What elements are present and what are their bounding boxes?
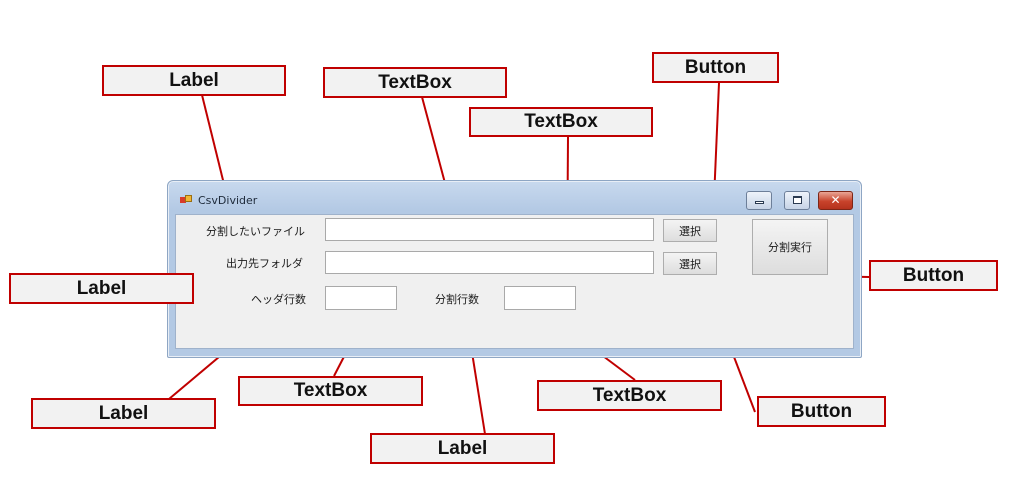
output-folder-textbox[interactable] xyxy=(325,251,654,274)
callout-button-select-file: Button xyxy=(652,52,779,83)
header-rows-label: ヘッダ行数 xyxy=(251,293,306,306)
execute-split-button[interactable]: 分割実行 xyxy=(752,219,828,275)
select-folder-button[interactable]: 選択 xyxy=(663,252,717,275)
close-icon: ✕ xyxy=(830,193,841,207)
callout-label-split: Label xyxy=(370,433,555,464)
split-rows-label: 分割行数 xyxy=(435,293,479,306)
form-client-area: 分割したいファイル 選択 出力先フォルダ 選択 ヘッダ行数 分割行数 分割実行 xyxy=(175,214,854,349)
file-path-textbox[interactable] xyxy=(325,218,654,241)
app-icon xyxy=(180,195,192,205)
callout-label-file: Label xyxy=(102,65,286,96)
header-rows-textbox[interactable] xyxy=(325,286,397,310)
callout-textbox-header: TextBox xyxy=(238,376,423,406)
callout-textbox-file: TextBox xyxy=(323,67,507,98)
callout-label-header: Label xyxy=(31,398,216,429)
csvdivider-window: CsvDivider ✕ 分割したいファイル 選択 出力先フォルダ 選択 ヘッダ… xyxy=(167,180,862,358)
close-button[interactable]: ✕ xyxy=(818,191,853,210)
select-file-button[interactable]: 選択 xyxy=(663,219,717,242)
minimize-button[interactable] xyxy=(746,191,772,210)
callout-textbox-folder: TextBox xyxy=(469,107,653,137)
callout-label-folder: Label xyxy=(9,273,194,304)
maximize-button[interactable] xyxy=(784,191,810,210)
callout-textbox-split: TextBox xyxy=(537,380,722,411)
callout-button-execute: Button xyxy=(869,260,998,291)
file-label: 分割したいファイル xyxy=(206,225,305,238)
callout-button-select-folder: Button xyxy=(757,396,886,427)
maximize-icon xyxy=(793,196,802,204)
title-bar[interactable]: CsvDivider ✕ xyxy=(168,181,861,213)
split-rows-textbox[interactable] xyxy=(504,286,576,310)
output-folder-label: 出力先フォルダ xyxy=(226,257,303,270)
minimize-icon xyxy=(755,201,764,204)
window-title: CsvDivider xyxy=(198,194,258,207)
